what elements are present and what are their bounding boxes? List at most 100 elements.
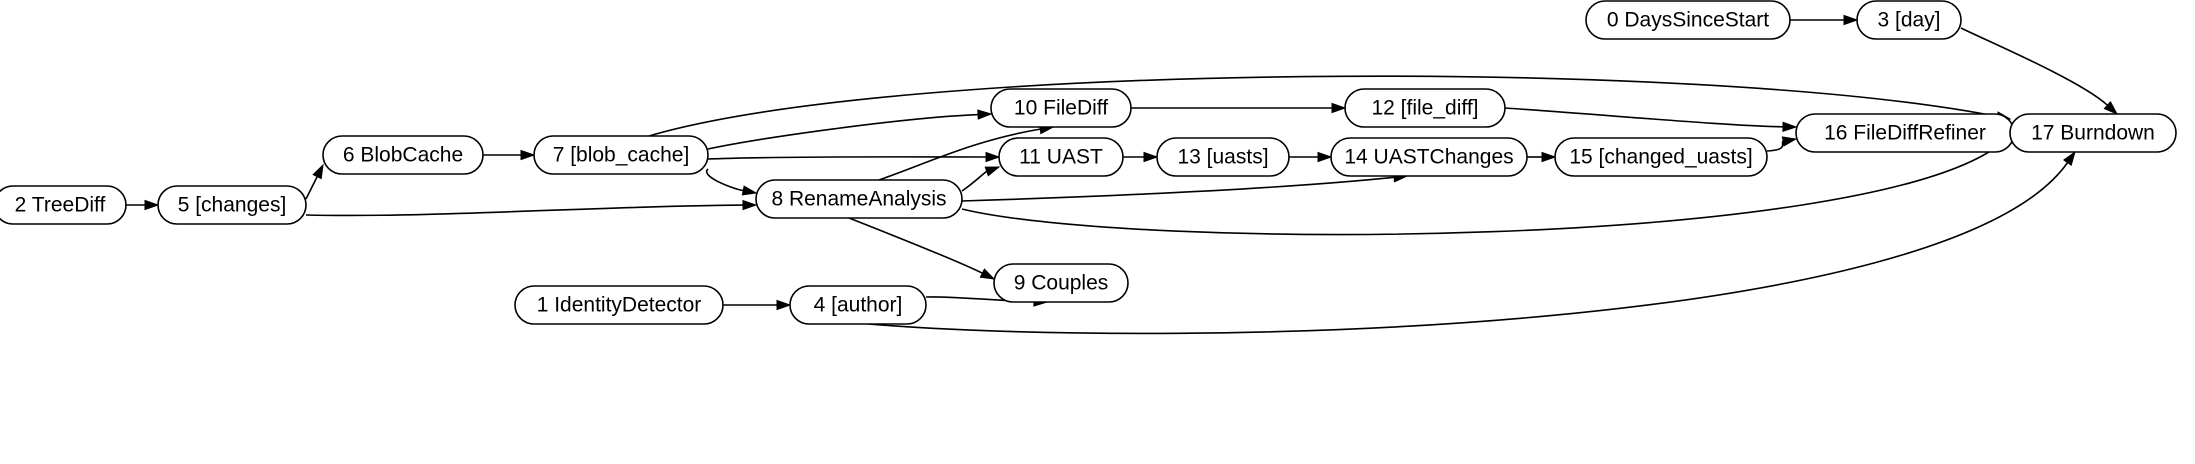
edge-line	[707, 113, 979, 150]
edge-4-to-17	[867, 150, 2076, 335]
edge-0-to-3	[1790, 14, 1859, 26]
node-label: 15 [changed_uasts]	[1569, 146, 1752, 169]
edge-line	[1766, 140, 1784, 152]
node-label: 11 UAST	[1019, 146, 1103, 169]
edge-line	[1504, 107, 1784, 128]
arrowhead	[1541, 151, 1557, 163]
node-label: 0 DaysSinceStart	[1607, 9, 1769, 32]
arrowhead	[520, 149, 536, 161]
graph-node-8[interactable]: 8 RenameAnalysis	[755, 179, 963, 219]
graph-node-13[interactable]: 13 [uasts]	[1156, 137, 1290, 177]
arrowhead	[312, 163, 324, 180]
node-shape[interactable]	[1856, 0, 1962, 40]
graph-node-6[interactable]: 6 BlobCache	[322, 135, 484, 175]
node-label: 8 RenameAnalysis	[771, 188, 946, 211]
edge-line	[648, 75, 1998, 137]
node-label: 2 TreeDiff	[15, 194, 106, 217]
node-label: 4 [author]	[814, 294, 903, 317]
graph-node-17[interactable]: 17 Burndown	[2009, 113, 2177, 153]
node-shape[interactable]	[1554, 137, 1768, 177]
edge-line	[305, 176, 318, 200]
edge-12-to-16	[1504, 107, 1798, 132]
node-shape[interactable]	[990, 88, 1132, 128]
arrowhead	[1843, 14, 1859, 26]
node-shape[interactable]	[2009, 113, 2177, 153]
graph-node-11[interactable]: 11 UAST	[998, 137, 1124, 177]
node-label: 7 [blob_cache]	[553, 144, 690, 167]
node-label: 6 BlobCache	[343, 144, 463, 167]
node-label: 5 [changes]	[178, 194, 287, 217]
edge-6-to-7	[483, 149, 536, 161]
arrowhead	[1782, 121, 1798, 132]
node-label: 1 IdentityDetector	[537, 294, 702, 317]
edge-line	[961, 170, 988, 192]
node-shape[interactable]	[157, 185, 307, 225]
arrowhead	[741, 185, 758, 196]
node-label: 3 [day]	[1877, 9, 1940, 32]
edge-8-to-11	[961, 166, 1001, 192]
node-shape[interactable]	[993, 263, 1129, 303]
node-shape[interactable]	[322, 135, 484, 175]
node-shape[interactable]	[1330, 137, 1528, 177]
edge-7-to-11	[707, 151, 1001, 163]
edge-14-to-15	[1527, 151, 1557, 163]
node-shape[interactable]	[755, 179, 963, 219]
arrowhead	[776, 299, 792, 311]
edge-8-to-9	[848, 217, 996, 280]
graph-node-10[interactable]: 10 FileDiff	[990, 88, 1132, 128]
edge-line	[705, 168, 744, 192]
node-shape[interactable]	[1156, 137, 1290, 177]
arrowhead	[977, 109, 993, 120]
graph-node-0[interactable]: 0 DaysSinceStart	[1585, 0, 1791, 40]
graph-node-9[interactable]: 9 Couples	[993, 263, 1129, 303]
edge-5-to-6	[305, 163, 324, 200]
graph-node-2[interactable]: 2 TreeDiff	[0, 185, 127, 225]
node-shape[interactable]	[789, 285, 927, 325]
arrowhead	[1781, 136, 1798, 147]
node-shape[interactable]	[1344, 88, 1506, 128]
node-shape[interactable]	[1585, 0, 1791, 40]
edge-10-to-12	[1131, 102, 1347, 114]
graph-node-16[interactable]: 16 FileDiffRefiner	[1795, 113, 2015, 153]
edge-line	[305, 204, 744, 217]
edge-line	[867, 162, 2069, 335]
node-label: 17 Burndown	[2031, 122, 2155, 145]
arrowhead	[742, 199, 758, 211]
edge-5-to-8	[305, 199, 758, 217]
edge-7-to-8	[705, 168, 758, 196]
arrowhead	[985, 151, 1001, 163]
arrowhead	[979, 268, 996, 280]
edge-8-to-14	[961, 172, 1409, 202]
node-label: 14 UASTChanges	[1344, 146, 1513, 169]
edge-line	[848, 217, 983, 274]
node-label: 10 FileDiff	[1014, 97, 1108, 120]
graph-node-12[interactable]: 12 [file_diff]	[1344, 88, 1506, 128]
edge-1-to-4	[723, 299, 792, 311]
arrowhead	[1143, 151, 1159, 163]
node-label: 13 [uasts]	[1177, 146, 1268, 169]
graph-node-3[interactable]: 3 [day]	[1856, 0, 1962, 40]
edge-line	[961, 144, 2001, 236]
node-layer: 0 DaysSinceStart 3 [day] 10 FileDiff 12 [fi…	[0, 0, 2177, 325]
edge-line	[1960, 27, 2108, 106]
node-label: 12 [file_diff]	[1371, 97, 1478, 120]
node-shape[interactable]	[533, 135, 709, 175]
arrowhead	[984, 166, 1001, 177]
graph-node-15[interactable]: 15 [changed_uasts]	[1554, 137, 1768, 177]
graph-node-14[interactable]: 14 UASTChanges	[1330, 137, 1528, 177]
graph-node-4[interactable]: 4 [author]	[789, 285, 927, 325]
edge-line	[878, 128, 1041, 181]
arrowhead	[1317, 151, 1333, 163]
graph-node-1[interactable]: 1 IdentityDetector	[514, 285, 724, 325]
node-label: 16 FileDiffRefiner	[1824, 122, 1986, 145]
node-shape[interactable]	[998, 137, 1124, 177]
node-shape[interactable]	[0, 185, 127, 225]
graph-node-5[interactable]: 5 [changes]	[157, 185, 307, 225]
edge-7-to-10	[707, 109, 993, 150]
graph-node-7[interactable]: 7 [blob_cache]	[533, 135, 709, 175]
edge-11-to-13	[1123, 151, 1159, 163]
edge-3-to-17	[1960, 27, 2119, 116]
arrowhead	[144, 199, 160, 211]
node-shape[interactable]	[514, 285, 724, 325]
